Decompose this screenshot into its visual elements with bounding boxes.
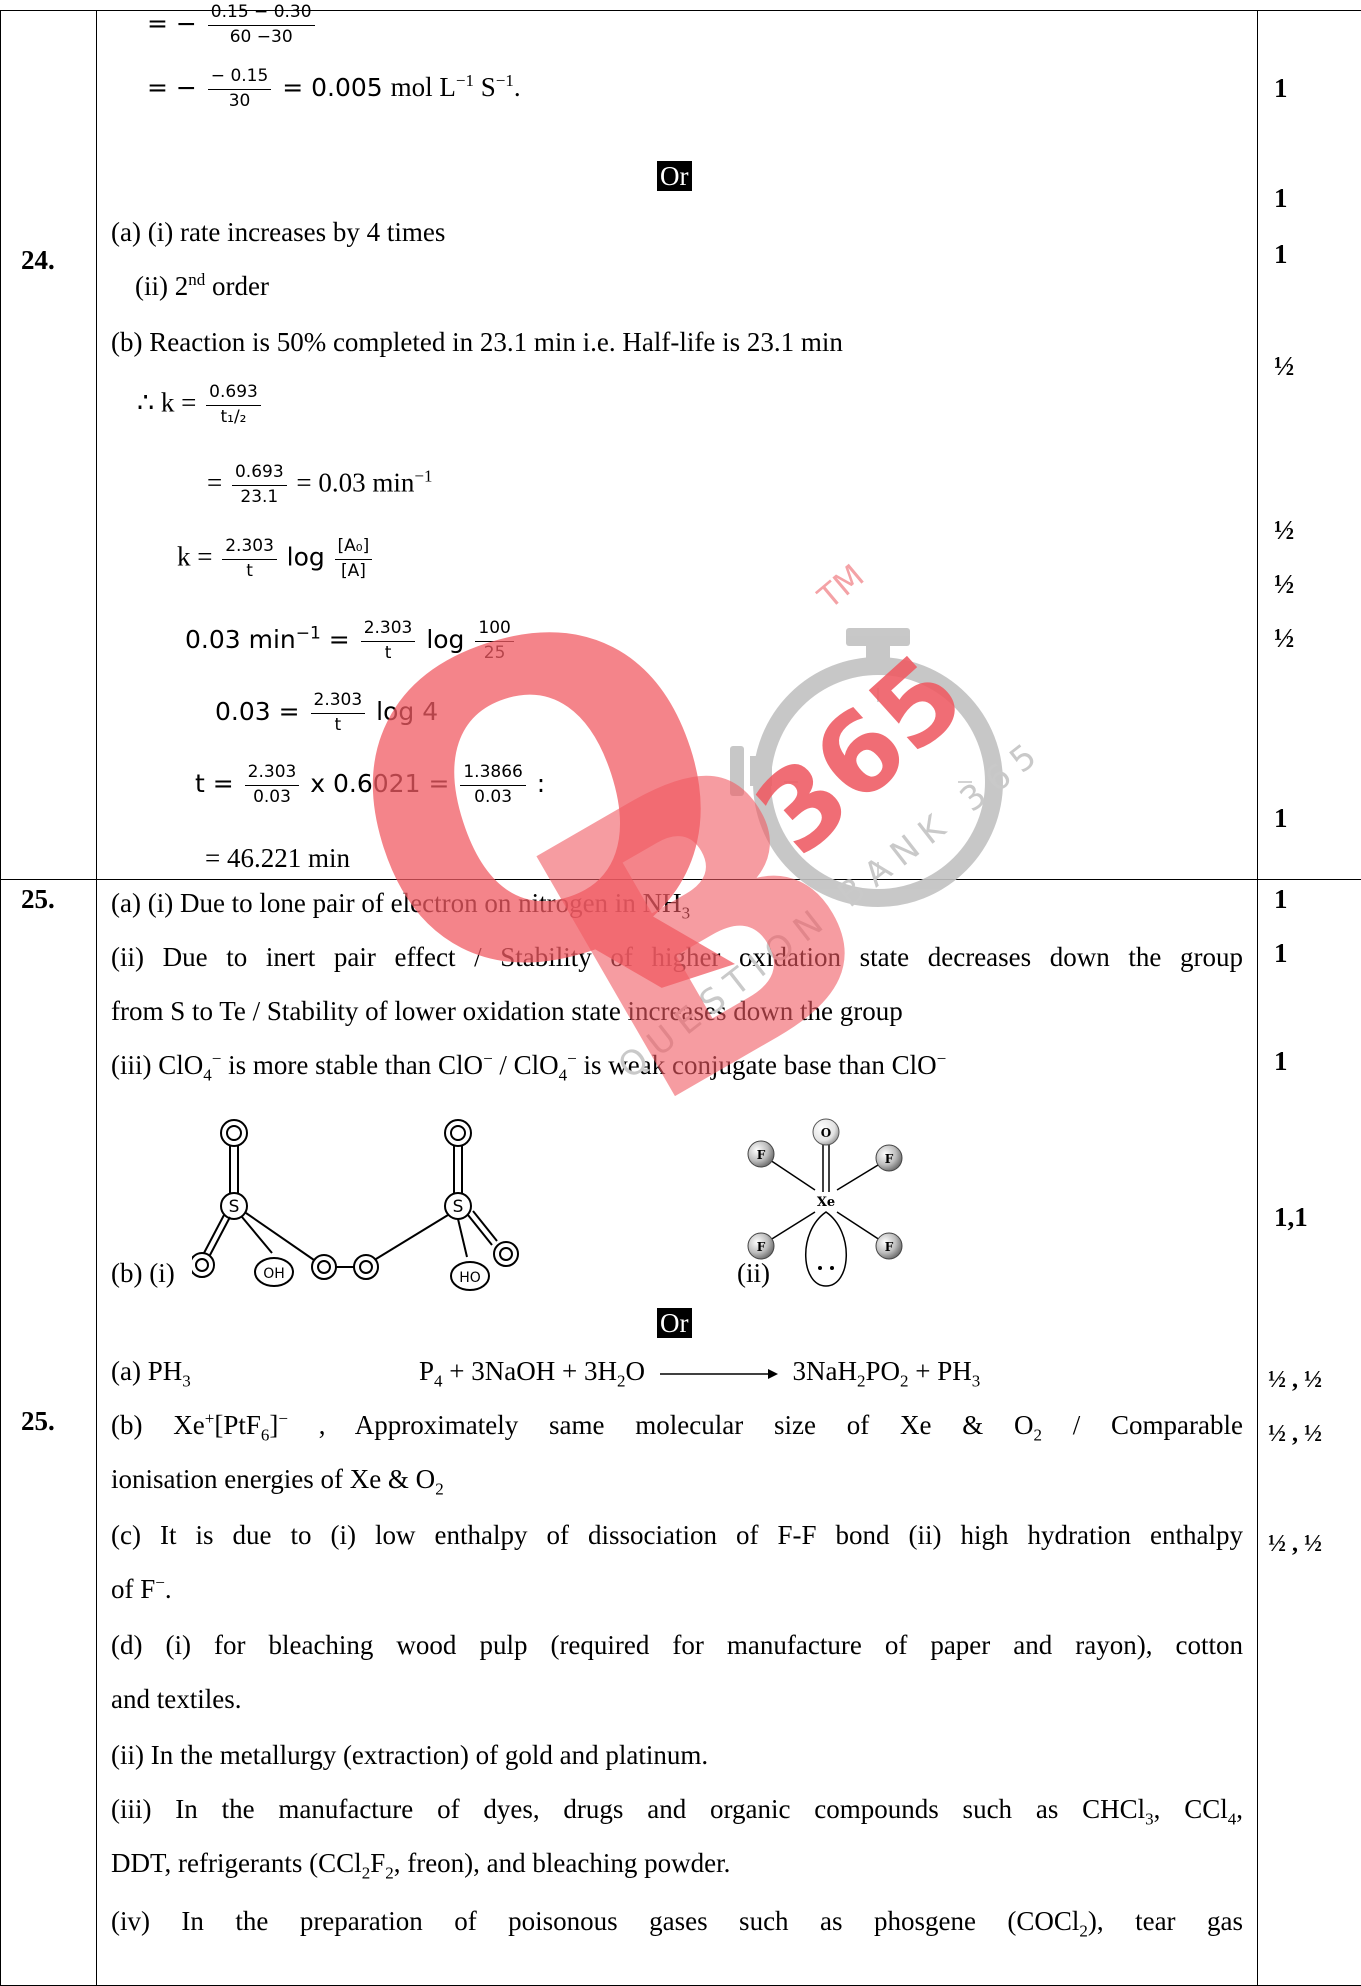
answer-a-ii: (ii) 2nd order <box>135 273 269 300</box>
fluorine-label: F <box>885 1240 894 1254</box>
mark: 1,1 <box>1274 1204 1308 1231</box>
peroxodisulphuric-acid-structure: S S OH HO <box>192 1105 572 1305</box>
mark: 1 <box>1274 1048 1288 1075</box>
answer-b-line-2: ionisation energies of Xe & O2 <box>111 1466 444 1493</box>
mark: 1 <box>1274 940 1288 967</box>
reaction-arrow <box>658 1367 780 1381</box>
mark: 1 <box>1274 185 1288 212</box>
answer-d-iii-line-2: DDT, refrigerants (CCl2F2, freon), and b… <box>111 1850 730 1877</box>
or-separator: Or <box>657 1310 692 1337</box>
question-number-cell: 24. <box>1 11 97 880</box>
answer-c-line-2: of F−. <box>111 1576 172 1603</box>
answer-d-ii: (ii) In the metallurgy (extraction) of g… <box>111 1742 708 1769</box>
or-separator: Or <box>657 163 692 190</box>
fraction: [A₀][A] <box>335 537 373 581</box>
fluorine-label: F <box>757 1148 766 1162</box>
answer-b-i-label: (b) (i) <box>111 1260 175 1287</box>
answer-b-line-1: (b) Reaction is 50% completed in 23.1 mi… <box>111 329 843 356</box>
hydroxyl-label: OH <box>263 1266 285 1282</box>
mark: ½ <box>1274 353 1294 380</box>
answer-a-iii: (iii) ClO4− is more stable than ClO− / C… <box>111 1052 946 1079</box>
fluorine-label: F <box>757 1240 766 1254</box>
answer-a-i: (a) (i) Due to lone pair of electron on … <box>111 890 690 917</box>
question-number: 24. <box>21 247 55 274</box>
oxygen-label: O <box>821 1126 831 1140</box>
marks-cell: 1 1 1 1,1 ½ , ½ ½ , ½ ½ , ½ <box>1258 880 1361 1986</box>
answer-a-ph3: (a) PH3 <box>111 1358 191 1385</box>
phosphine-equation: P4 + 3NaOH + 3H2O 3NaH2PO2 + PH3 <box>419 1358 980 1385</box>
answer-a-ii-line-2: from S to Te / Stability of lower oxidat… <box>111 998 903 1025</box>
fluorine-label: F <box>885 1152 894 1166</box>
answer-c-line-1: (c) It is due to (i) low enthalpy of dis… <box>111 1522 1243 1549</box>
answer-b-ii-label: (ii) <box>737 1260 770 1287</box>
answer-cell: (a) (i) Due to lone pair of electron on … <box>97 880 1258 1986</box>
question-25-row: 25. 25. (a) (i) Due to lone pair of elec… <box>1 880 1361 1986</box>
mark: 1 <box>1274 886 1288 913</box>
question-number: 25. <box>21 886 55 913</box>
mark: ½ <box>1274 625 1294 652</box>
hydroxyl-label: HO <box>459 1270 481 1286</box>
answer-d-i-line-2: and textiles. <box>111 1686 241 1713</box>
mark: ½ , ½ <box>1268 1422 1322 1446</box>
xenon-label: Xe <box>817 1195 835 1210</box>
marks-cell: 1 1 1 ½ ½ ½ ½ 1 <box>1258 11 1361 880</box>
mark: ½ <box>1274 571 1294 598</box>
mark: 1 <box>1274 75 1288 102</box>
mark: 1 <box>1274 241 1288 268</box>
answer-a-i: (a) (i) rate increases by 4 times <box>111 219 445 246</box>
sulfur-label: S <box>229 1197 240 1217</box>
mark: 1 <box>1274 805 1288 832</box>
answer-b-line-1: (b) Xe+[PtF6]− , Approximately same mole… <box>111 1412 1243 1439</box>
mark: ½ <box>1274 517 1294 544</box>
answer-d-iii-line-1: (iii) In the manufacture of dyes, drugs … <box>111 1796 1243 1823</box>
answer-a-ii-line-1: (ii) Due to inert pair effect / Stabilit… <box>111 944 1243 971</box>
mark: ½ , ½ <box>1268 1368 1322 1392</box>
sulfur-label: S <box>453 1197 464 1217</box>
mark: ½ , ½ <box>1268 1532 1322 1556</box>
answer-d-i-line-1: (d) (i) for bleaching wood pulp (require… <box>111 1632 1243 1659</box>
answer-d-iv-line-1: (iv) In the preparation of poisonous gas… <box>111 1908 1243 1935</box>
question-number-cell: 25. 25. <box>1 880 97 1986</box>
question-number-alt: 25. <box>21 1408 55 1435</box>
time-result: = 46.221 min <box>205 845 350 872</box>
